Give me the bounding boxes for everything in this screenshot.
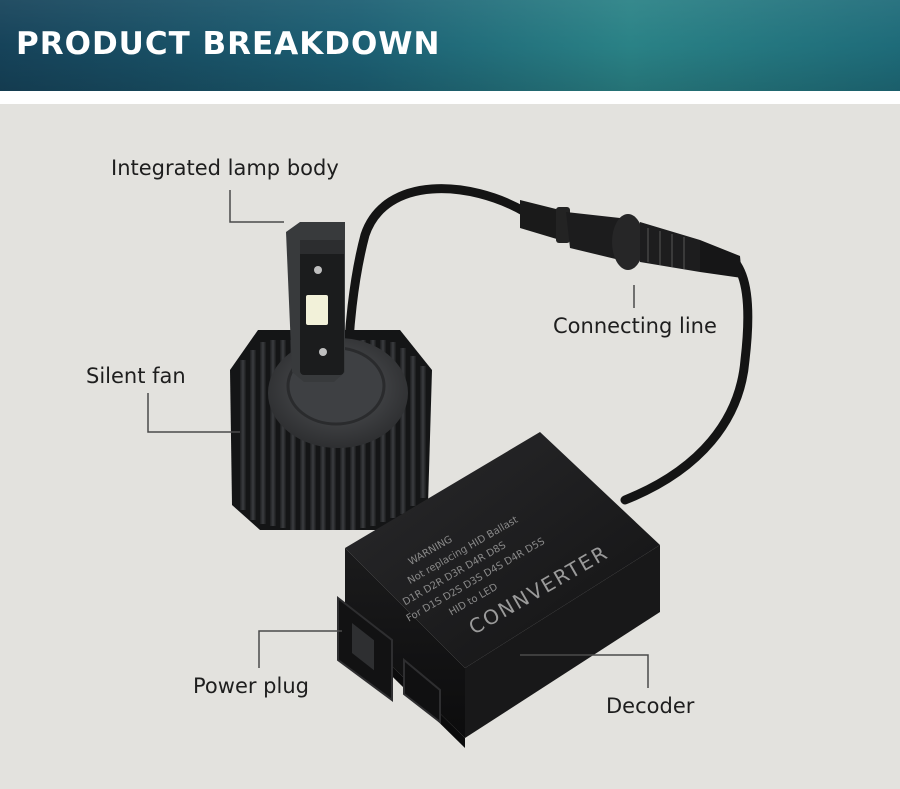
power-plug-socket <box>337 595 441 725</box>
banner-title: PRODUCT BREAKDOWN <box>16 26 441 62</box>
led-chip <box>306 295 328 325</box>
callout-line-decoder <box>520 654 649 688</box>
lamp-body <box>286 222 345 382</box>
callout-line-silent-fan <box>147 393 240 433</box>
cable-connector <box>520 200 742 278</box>
label-decoder: Decoder <box>606 694 695 718</box>
label-connecting-line: Connecting line <box>553 314 717 338</box>
label-integrated-lamp-body: Integrated lamp body <box>111 156 339 180</box>
label-silent-fan: Silent fan <box>86 364 186 388</box>
banner-gloss <box>0 0 900 91</box>
label-power-plug: Power plug <box>193 674 309 698</box>
callout-lines <box>147 190 649 688</box>
callout-line-lamp-body <box>229 190 284 223</box>
callout-line-power-plug <box>258 630 342 668</box>
header-banner: PRODUCT BREAKDOWN <box>0 0 900 91</box>
decoder-box: WARNING Not replacing HID Ballast D1R D2… <box>337 432 660 748</box>
cable-to-decoder <box>620 257 753 505</box>
